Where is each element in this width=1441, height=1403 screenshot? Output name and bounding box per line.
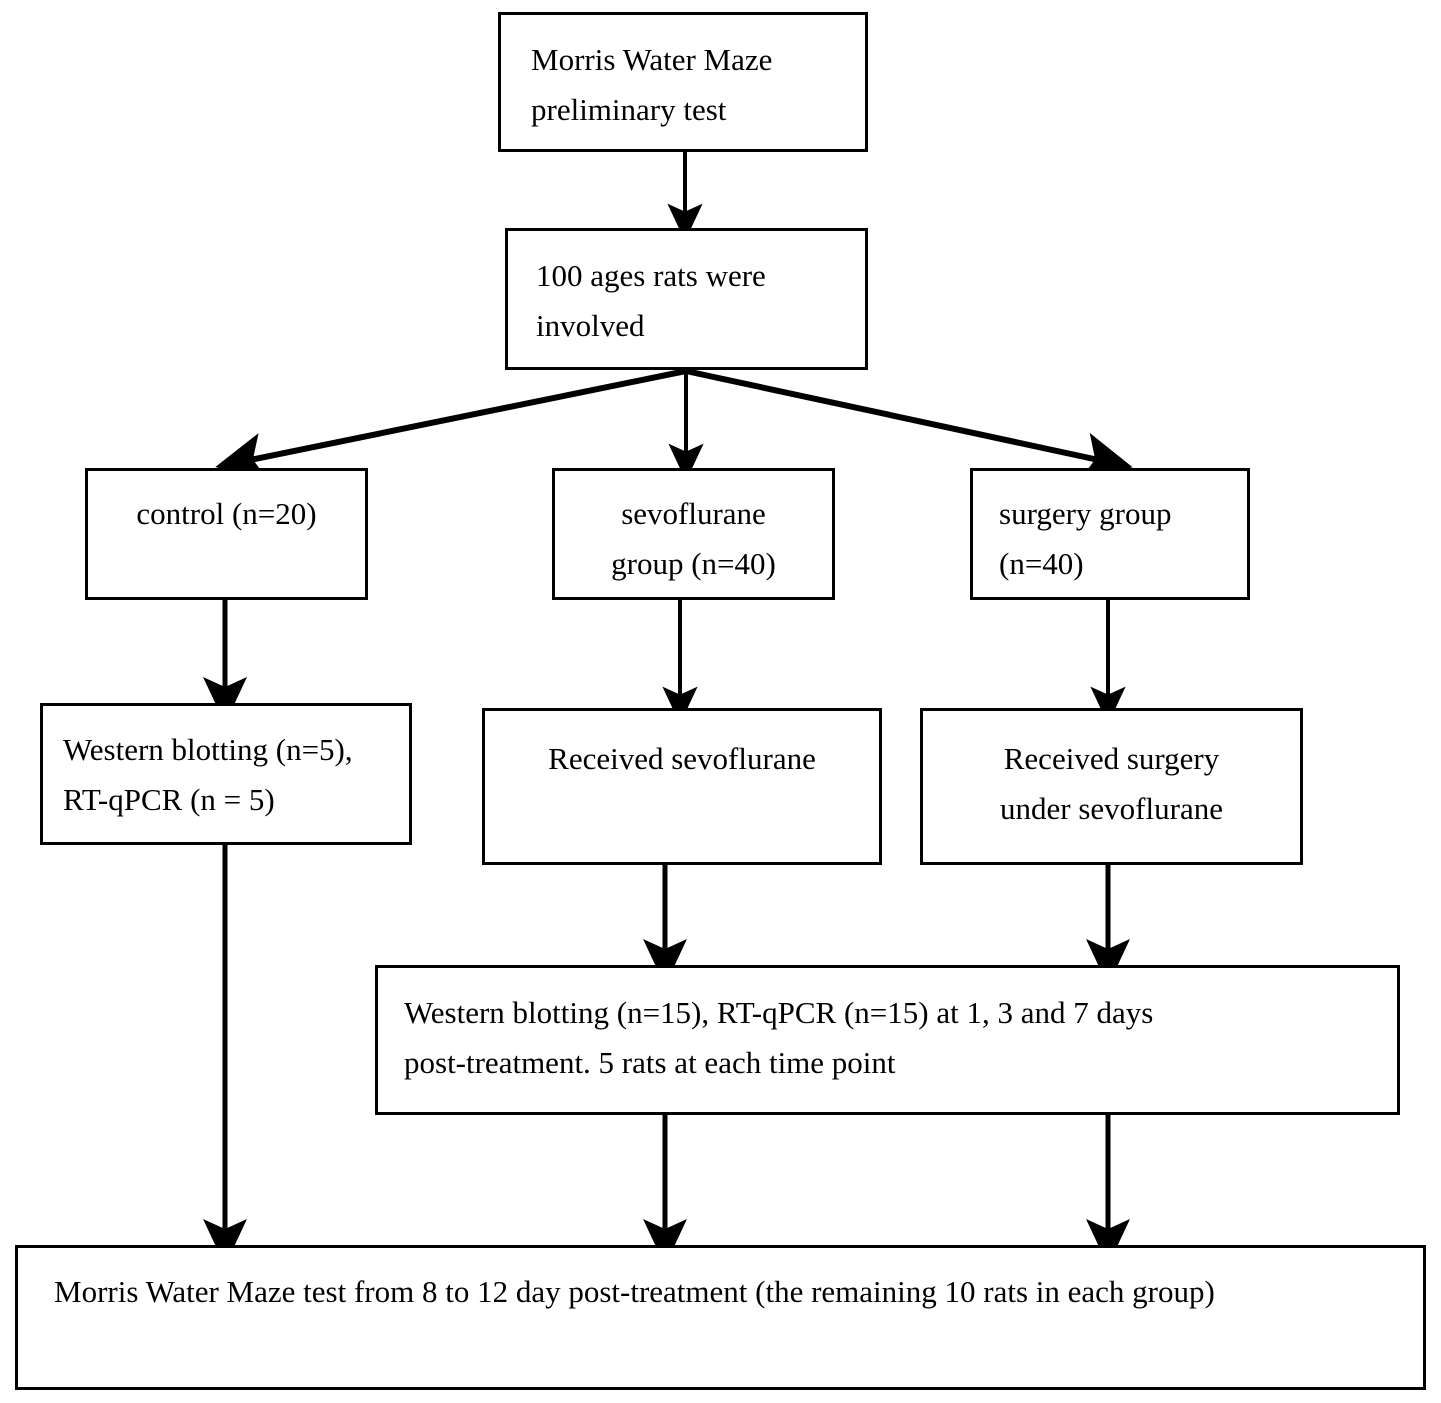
node-final-test-label: Morris Water Maze test from 8 to 12 day … xyxy=(54,1274,1215,1309)
node-sevoflurane-group[interactable]: sevoflurane group (n=40) xyxy=(552,468,835,600)
node-treatment-assays[interactable]: Western blotting (n=15), RT-qPCR (n=15) … xyxy=(375,965,1400,1115)
node-rats-involved-label: 100 ages rats were involved xyxy=(536,258,766,344)
node-received-surgery[interactable]: Received surgery under sevoflurane xyxy=(920,708,1303,865)
node-received-surgery-label: Received surgery under sevoflurane xyxy=(1000,741,1223,827)
node-surgery-group[interactable]: surgery group (n=40) xyxy=(970,468,1250,600)
node-received-sevoflurane[interactable]: Received sevoflurane xyxy=(482,708,882,865)
node-treatment-assays-label: Western blotting (n=15), RT-qPCR (n=15) … xyxy=(404,995,1154,1081)
node-control-assays-label: Western blotting (n=5), RT-qPCR (n = 5) xyxy=(63,732,353,818)
node-preliminary-test[interactable]: Morris Water Maze preliminary test xyxy=(498,12,868,152)
node-rats-involved[interactable]: 100 ages rats were involved xyxy=(505,228,868,370)
node-received-sevoflurane-label: Received sevoflurane xyxy=(548,741,816,776)
node-control-group-label: control (n=20) xyxy=(136,496,317,531)
connector-rats-to-surgery xyxy=(685,368,1133,481)
node-surgery-group-label: surgery group (n=40) xyxy=(999,496,1172,582)
connector-rats-to-control xyxy=(215,368,687,482)
node-preliminary-test-label: Morris Water Maze preliminary test xyxy=(531,42,773,128)
node-final-test[interactable]: Morris Water Maze test from 8 to 12 day … xyxy=(15,1245,1426,1390)
node-sevoflurane-group-label: sevoflurane group (n=40) xyxy=(611,496,776,582)
node-control-assays[interactable]: Western blotting (n=5), RT-qPCR (n = 5) xyxy=(40,703,412,845)
node-control-group[interactable]: control (n=20) xyxy=(85,468,368,600)
